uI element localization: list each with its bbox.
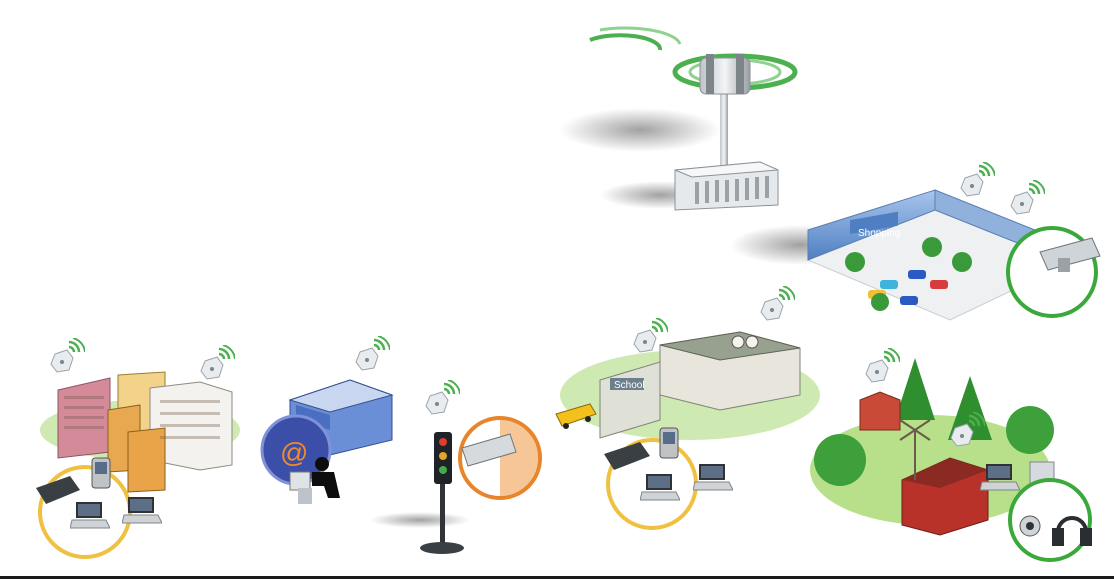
school-scene: School (555, 286, 820, 530)
farm-scene (810, 348, 1092, 562)
laptop-icon (693, 463, 733, 491)
bottom-divider (0, 576, 1114, 579)
access-point-icon (49, 338, 85, 374)
mall-sign: Shopping (858, 228, 900, 239)
base-station-icon (600, 161, 779, 211)
webcam-icon (1019, 515, 1041, 537)
radio-tower-icon (560, 26, 798, 170)
traffic-light-icon (370, 380, 542, 554)
city-buildings-scene (36, 338, 240, 559)
access-point-icon (354, 336, 390, 372)
school-sign: School (614, 380, 645, 391)
person-at-computer-icon (289, 457, 340, 504)
access-point-icon (1009, 180, 1045, 216)
access-point-icon (759, 286, 795, 322)
shopping-mall-scene: Shopping (730, 162, 1101, 321)
pda-icon (659, 427, 679, 459)
palm-tree-icon (845, 237, 972, 311)
school-bus-icon (555, 403, 597, 429)
camera-icon (458, 416, 542, 500)
phone-icon (604, 442, 650, 470)
windmill-icon (899, 419, 931, 480)
headset-icon (1052, 516, 1092, 546)
tree-icon (814, 358, 1054, 486)
phone-icon (36, 476, 80, 504)
access-point-icon (864, 348, 900, 384)
at-symbol: @ (280, 437, 308, 468)
camera-icon (1006, 226, 1101, 318)
access-point-icon (959, 162, 995, 198)
access-point-icon (424, 380, 460, 416)
access-point-icon (199, 345, 235, 381)
device-highlight (1008, 478, 1092, 562)
laptop-icon (122, 496, 162, 524)
internet-cafe-scene: @ (260, 336, 394, 504)
pda-icon (91, 457, 111, 489)
